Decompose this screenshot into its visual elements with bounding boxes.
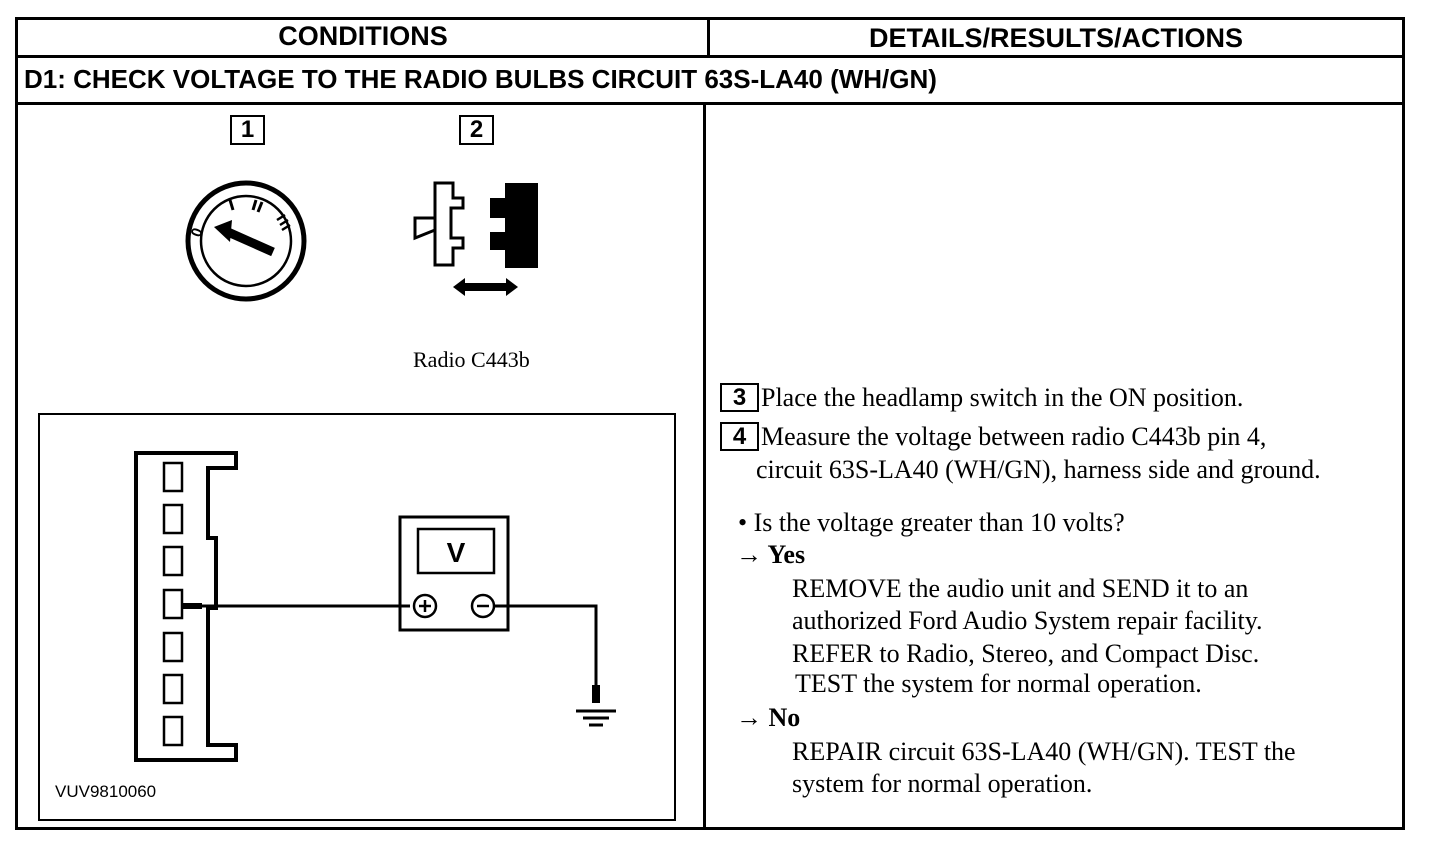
- procedure-table: [15, 17, 1405, 830]
- ignition-key-arrowhead: [214, 220, 232, 242]
- step-4-text-line-2: circuit 63S-LA40 (WH/GN), harness side a…: [756, 455, 1321, 484]
- conditions-header: CONDITIONS: [278, 21, 448, 51]
- step-3-text: Place the headlamp switch in the ON posi…: [761, 383, 1244, 412]
- voltmeter-label: V: [446, 537, 466, 568]
- voltmeter-positive-terminal: [412, 593, 438, 619]
- no-label: → No: [736, 703, 801, 732]
- connector-pin-3: [162, 545, 184, 577]
- radio-connector-body: [134, 451, 238, 762]
- connector-latch: [413, 216, 436, 241]
- ignition-mark-ii-b: [256, 201, 264, 213]
- ignition-mark-iii-c: [281, 223, 291, 232]
- header-divider: [15, 55, 1405, 58]
- no-action-line: REPAIR circuit 63S-LA40 (WH/GN). TEST th…: [792, 737, 1296, 766]
- body-column-divider: [703, 104, 706, 830]
- voltmeter-display: [416, 527, 496, 575]
- radio-connector-half: [490, 183, 538, 268]
- ignition-mark-i: [228, 199, 235, 211]
- yes-label: → Yes: [736, 540, 806, 569]
- negative-lead: [494, 604, 598, 696]
- ignition-switch-inner-ring: [199, 194, 293, 288]
- voltmeter-body: [398, 515, 510, 632]
- voltage-test-figure: [38, 413, 676, 821]
- yes-action-line: TEST the system for normal operation.: [795, 669, 1202, 698]
- figure-id: VUV9810060: [55, 782, 157, 801]
- arrow-right-head: [506, 278, 518, 296]
- ignition-mark-iii-b: [279, 218, 289, 227]
- test-step-title: D1: CHECK VOLTAGE TO THE RADIO BULBS CIR…: [24, 64, 937, 94]
- ignition-mark-iii-a: [276, 213, 286, 222]
- ignition-switch-illustration: 0: [185, 180, 307, 302]
- ignition-mark-ii-a: [251, 199, 258, 211]
- no-action-line: system for normal operation.: [792, 769, 1093, 798]
- arrow-left-head: [453, 278, 465, 296]
- ignition-switch-outer-ring: [185, 180, 307, 302]
- step-2-marker: 2: [459, 115, 494, 145]
- connector-pin-4: [162, 588, 184, 620]
- step-1-marker: 1: [230, 115, 265, 145]
- connector-disconnect-illustration: [413, 181, 538, 296]
- connector-caption: Radio C443b: [413, 347, 530, 372]
- connector-pin-7: [162, 715, 184, 747]
- header-column-divider: [707, 17, 710, 57]
- yes-action-line: authorized Ford Audio System repair faci…: [792, 606, 1263, 635]
- connector-pin-2: [162, 503, 184, 535]
- harness-connector-half: [433, 181, 465, 267]
- step-3-marker: 3: [720, 383, 759, 412]
- test-probe-positive: [182, 603, 202, 609]
- ground-probe: [592, 685, 600, 703]
- details-header: DETAILS/RESULTS/ACTIONS: [868, 23, 1243, 53]
- arrow-shaft: [465, 283, 506, 291]
- yes-action-line: REMOVE the audio unit and SEND it to an: [792, 574, 1249, 603]
- step-4-text-line-1: Measure the voltage between radio C443b …: [761, 422, 1267, 451]
- voltage-test-diagram: [134, 451, 616, 762]
- connector-pin-1: [162, 461, 184, 493]
- title-divider: [15, 102, 1405, 105]
- question-text: • Is the voltage greater than 10 volts?: [738, 508, 1125, 537]
- yes-action-line: REFER to Radio, Stereo, and Compact Disc…: [792, 639, 1260, 668]
- step-4-marker: 4: [720, 422, 759, 451]
- connector-pin-5: [162, 631, 184, 663]
- connector-pin-6: [162, 673, 184, 705]
- ignition-key-pointer: [226, 227, 275, 257]
